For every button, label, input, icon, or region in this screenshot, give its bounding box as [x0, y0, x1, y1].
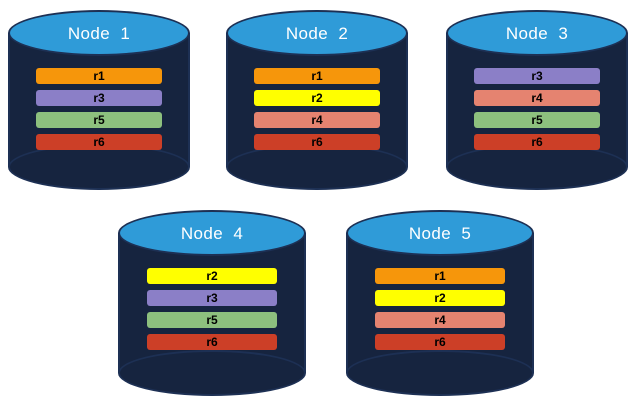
db-node-1[interactable]: Node 1 r1 r3 r5 r6 — [8, 10, 190, 190]
db-node-4[interactable]: Node 4 r2 r3 r5 r6 — [118, 210, 306, 396]
replica-list: r1 r3 r5 r6 — [8, 68, 190, 150]
replica-bar[interactable]: r5 — [147, 312, 277, 328]
cylinder-top — [446, 10, 628, 56]
node-label: Node 1 — [67, 24, 131, 43]
db-node-2[interactable]: Node 2 r1 r2 r4 r6 — [226, 10, 408, 190]
replica-bar[interactable]: r6 — [36, 134, 162, 150]
replica-list: r1 r2 r4 r6 — [346, 268, 534, 350]
replica-bar[interactable]: r1 — [375, 268, 505, 284]
node-label: Node 3 — [505, 24, 569, 43]
cylinder-top — [346, 210, 534, 256]
replica-bar[interactable]: r2 — [147, 268, 277, 284]
replica-list: r1 r2 r4 r6 — [226, 68, 408, 150]
replica-bar[interactable]: r4 — [474, 90, 600, 106]
node-label: Node 2 — [285, 24, 349, 43]
replica-bar[interactable]: r1 — [254, 68, 380, 84]
replica-list: r2 r3 r5 r6 — [118, 268, 306, 350]
db-node-3[interactable]: Node 3 r3 r4 r5 r6 — [446, 10, 628, 190]
replica-bar[interactable]: r2 — [375, 290, 505, 306]
cylinder-bottom — [118, 350, 306, 396]
replica-bar[interactable]: r6 — [375, 334, 505, 350]
replica-list: r3 r4 r5 r6 — [446, 68, 628, 150]
cylinder-bottom — [346, 350, 534, 396]
replica-bar[interactable]: r3 — [36, 90, 162, 106]
cylinder-bottom — [226, 144, 408, 190]
replica-bar[interactable]: r6 — [147, 334, 277, 350]
replica-bar[interactable]: r4 — [375, 312, 505, 328]
replica-bar[interactable]: r6 — [474, 134, 600, 150]
cylinder-bottom — [8, 144, 190, 190]
replica-bar[interactable]: r6 — [254, 134, 380, 150]
node-label: Node 5 — [408, 224, 472, 243]
cylinder-top — [118, 210, 306, 256]
replica-bar[interactable]: r1 — [36, 68, 162, 84]
replica-bar[interactable]: r5 — [474, 112, 600, 128]
replica-bar[interactable]: r3 — [474, 68, 600, 84]
replica-bar[interactable]: r2 — [254, 90, 380, 106]
replica-bar[interactable]: r3 — [147, 290, 277, 306]
db-node-5[interactable]: Node 5 r1 r2 r4 r6 — [346, 210, 534, 396]
cylinder-top — [226, 10, 408, 56]
replica-bar[interactable]: r4 — [254, 112, 380, 128]
cylinder-bottom — [446, 144, 628, 190]
replica-bar[interactable]: r5 — [36, 112, 162, 128]
cylinder-top — [8, 10, 190, 56]
node-label: Node 4 — [180, 224, 244, 243]
